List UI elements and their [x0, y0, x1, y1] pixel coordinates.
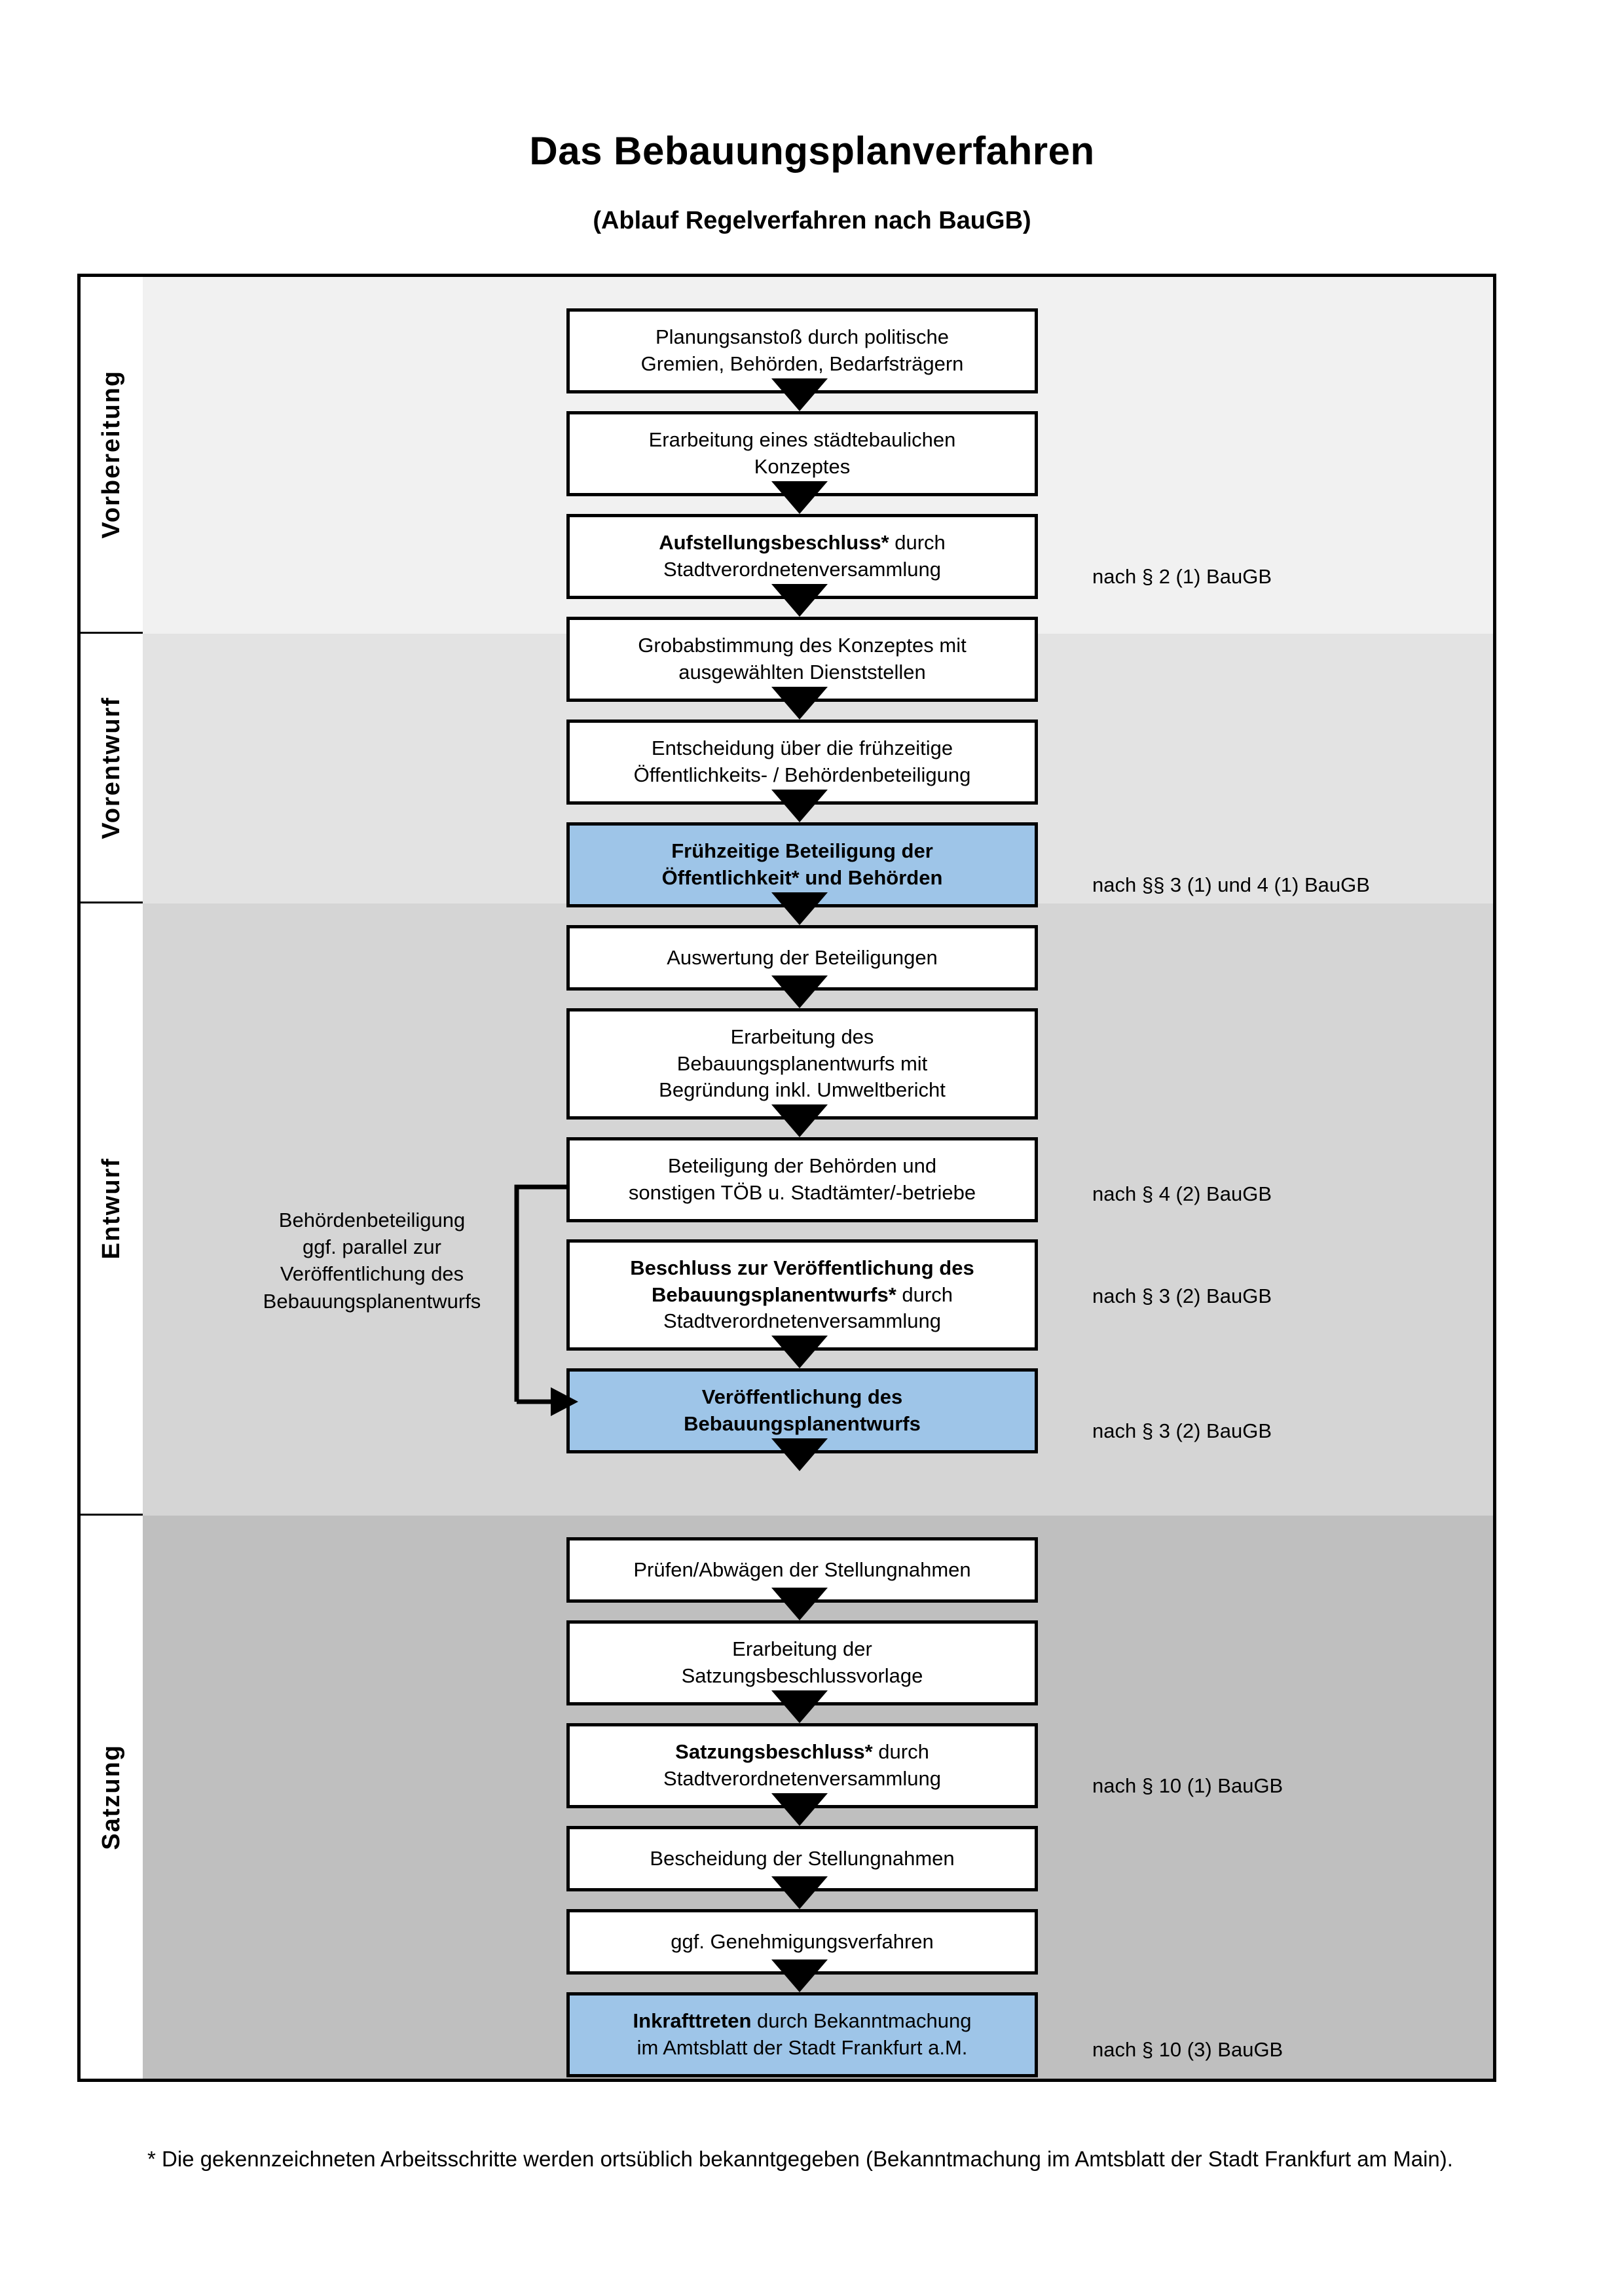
- flow-arrow-down-icon: [771, 790, 828, 822]
- side-note-behoerdenbeteiligung: Behördenbeteiligung ggf. parallel zur Ve…: [231, 1207, 513, 1315]
- step-line: Stadtverordnetenversammlung: [663, 1309, 941, 1333]
- legal-reference: nach § 10 (1) BauGB: [1092, 1774, 1283, 1797]
- step-line b: Beschluss zur Veröffentlichung des: [630, 1256, 974, 1279]
- step-line: Planungsanstoß durch politische: [655, 325, 950, 349]
- step-line: Aufstellungsbeschluss* durch: [659, 530, 946, 556]
- step-box-beschluss-veroeffentlichung: Beschluss zur Veröffentlichung des Bebau…: [566, 1239, 1038, 1351]
- phase-label-text: Vorbereitung: [98, 370, 125, 539]
- legal-reference: nach §§ 3 (1) und 4 (1) BauGB: [1092, 873, 1370, 896]
- phase-label-entwurf: Entwurf: [81, 903, 143, 1516]
- flow-arrow-down-icon: [771, 1104, 828, 1137]
- page-subtitle: (Ablauf Regelverfahren nach BauGB): [593, 207, 1031, 234]
- flow-arrow-down-icon: [771, 892, 828, 925]
- step-line-bold: Satzungsbeschluss*: [675, 1740, 873, 1764]
- footnote: * Die gekennzeichneten Arbeitsschritte w…: [147, 2147, 1453, 2171]
- step-line-bold: Bebauungsplanentwurfs*: [652, 1283, 896, 1306]
- step-line: Erarbeitung der: [732, 1637, 872, 1661]
- legal-reference: nach § 4 (2) BauGB: [1092, 1182, 1272, 1205]
- step-line: Prüfen/Abwägen der Stellungnahmen: [633, 1558, 971, 1581]
- flow-arrow-down-icon: [771, 1876, 828, 1909]
- step-box-inkrafttreten: Inkrafttreten durch Bekanntmachung im Am…: [566, 1992, 1038, 2077]
- legal-reference: nach § 2 (1) BauGB: [1092, 565, 1272, 588]
- phase-label-vorentwurf: Vorentwurf: [81, 634, 143, 903]
- legal-reference: nach § 10 (3) BauGB: [1092, 2038, 1283, 2061]
- phase-label-satzung: Satzung: [81, 1516, 143, 2079]
- legal-reference: nach § 3 (2) BauGB: [1092, 1419, 1272, 1442]
- side-note-line: Behördenbeteiligung: [278, 1209, 466, 1231]
- step-line-bold: Aufstellungsbeschluss*: [659, 531, 889, 555]
- step-line-rest: durch: [896, 1283, 953, 1306]
- step-line-rest: durch Bekanntmachung: [751, 2009, 972, 2033]
- flowchart-frame: Vorbereitung Vorentwurf Entwurf Satzung …: [77, 274, 1496, 2082]
- flow-arrow-down-icon: [771, 378, 828, 411]
- step-line: Erarbeitung des: [730, 1025, 874, 1048]
- step-line: Stadtverordnetenversammlung: [663, 1767, 941, 1790]
- step-line-rest: durch: [872, 1740, 929, 1764]
- legal-reference: nach § 3 (2) BauGB: [1092, 1285, 1272, 1307]
- phase-label-text: Satzung: [98, 1744, 125, 1850]
- step-line: Bebauungsplanentwurfs mit: [676, 1051, 928, 1075]
- flow-arrow-down-icon: [771, 1588, 828, 1620]
- step-line: ausgewählten Dienststellen: [678, 661, 926, 683]
- flow-arrow-down-icon: [771, 584, 828, 617]
- step-line: Öffentlichkeit* und Behörden: [661, 866, 943, 889]
- step-line: Frühzeitige Beteiligung der: [671, 839, 933, 863]
- step-line: Bescheidung der Stellungnahmen: [650, 1846, 955, 1870]
- step-line: Beteiligung der Behörden und: [667, 1154, 937, 1178]
- step-line: Erarbeitung eines städtebaulichen: [648, 428, 956, 452]
- side-note-line: Bebauungsplanentwurfs: [263, 1289, 481, 1313]
- flow-arrow-down-icon: [771, 1959, 828, 1992]
- step-line: sonstigen TÖB u. Stadtämter/-betriebe: [628, 1181, 976, 1204]
- step-line: ggf. Genehmigungsverfahren: [671, 1929, 934, 1953]
- step-line: Grobabstimmung des Konzeptes mit: [638, 634, 967, 657]
- step-line: Gremien, Behörden, Bedarfsträgern: [640, 352, 964, 375]
- step-box-beteiligung-behoerden-toeb: Beteiligung der Behörden und sonstigen T…: [566, 1137, 1038, 1222]
- step-line: Auswertung der Beteiligungen: [667, 945, 938, 969]
- flow-arrow-down-icon: [771, 1690, 828, 1723]
- page-title: Das Bebauungsplanverfahren: [529, 129, 1095, 173]
- step-line: Öffentlichkeits- / Behördenbeteiligung: [633, 763, 971, 786]
- step-line-rest: durch: [889, 531, 946, 555]
- step-box-erarbeitung-bplanentwurf: Erarbeitung des Bebauungsplanentwurfs mi…: [566, 1008, 1038, 1120]
- flow-arrow-down-icon: [771, 1793, 828, 1826]
- step-line: im Amtsblatt der Stadt Frankfurt a.M.: [637, 2036, 968, 2059]
- phase-label-text: Entwurf: [98, 1157, 125, 1260]
- step-box-pruefen-abwaegen: Prüfen/Abwägen der Stellungnahmen: [566, 1537, 1038, 1603]
- flow-arrow-down-icon: [771, 1336, 828, 1368]
- step-line: Bebauungsplanentwurfs* durch: [652, 1282, 953, 1309]
- flow-arrow-down-icon: [771, 481, 828, 514]
- step-line: Satzungsbeschlussvorlage: [681, 1664, 923, 1687]
- phase-label-vorbereitung: Vorbereitung: [81, 277, 143, 634]
- flow-arrow-down-icon: [771, 1438, 828, 1471]
- step-line: Veröffentlichung des: [701, 1385, 903, 1409]
- side-note-line: Veröffentlichung des: [280, 1262, 464, 1286]
- phase-label-text: Vorentwurf: [98, 696, 125, 839]
- step-line: Stadtverordnetenversammlung: [663, 558, 941, 581]
- flow-arrow-down-icon: [771, 687, 828, 720]
- step-line: Inkrafttreten durch Bekanntmachung: [633, 2008, 972, 2035]
- step-line: Satzungsbeschluss* durch: [675, 1739, 929, 1766]
- step-line: Bebauungsplanentwurfs: [684, 1412, 921, 1435]
- side-note-line: ggf. parallel zur: [303, 1235, 441, 1259]
- step-line: Entscheidung über die frühzeitige: [651, 737, 953, 760]
- step-line-bold: Inkrafttreten: [633, 2009, 752, 2033]
- flow-arrow-down-icon: [771, 975, 828, 1008]
- step-line: Begründung inkl. Umweltbericht: [659, 1078, 946, 1102]
- step-line: Konzeptes: [754, 455, 851, 478]
